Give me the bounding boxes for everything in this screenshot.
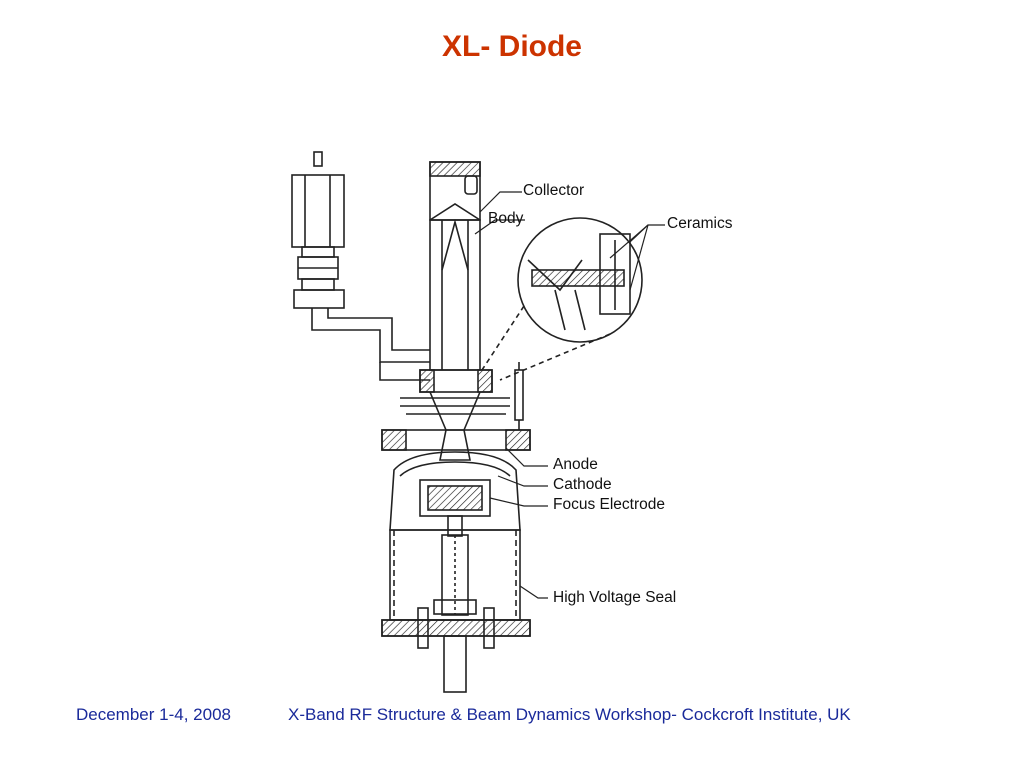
collector (429, 161, 481, 371)
label-anode: Anode (553, 456, 598, 473)
footer-date: December 1-4, 2008 (76, 705, 231, 724)
slide-title: XL- Diode (442, 30, 582, 63)
label-focus-electrode: Focus Electrode (553, 496, 665, 513)
label-body: Body (488, 210, 524, 227)
ion-pump (291, 151, 430, 381)
leader-lines (474, 191, 665, 599)
label-ceramics: Ceramics (667, 215, 733, 232)
label-cathode: Cathode (553, 476, 612, 493)
body-section (400, 362, 524, 431)
xl-diode-diagram: Collector Body Ceramics Anode Cathode Fo… (270, 130, 750, 695)
footer-event: X-Band RF Structure & Beam Dynamics Work… (288, 705, 851, 724)
anode-flange (381, 429, 531, 461)
diode-drawing (291, 151, 665, 693)
base-plate (381, 607, 531, 693)
label-high-voltage-seal: High Voltage Seal (553, 589, 677, 606)
ceramics-inset (481, 217, 643, 381)
cathode-housing (389, 451, 521, 537)
label-collector: Collector (523, 182, 585, 199)
hv-seal (389, 529, 521, 621)
